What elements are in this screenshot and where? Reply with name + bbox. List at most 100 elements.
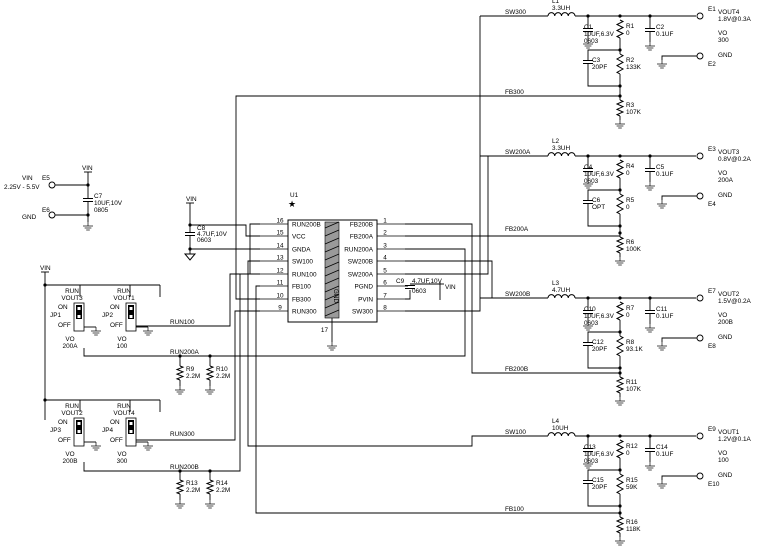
junction-dot <box>618 296 622 300</box>
run-resistor-ref: R9 <box>186 366 195 373</box>
output-gnd-label: GND <box>718 192 733 199</box>
rbot-value: 107K <box>626 386 642 393</box>
resistor-icon <box>205 479 215 495</box>
ground-symbol-icon <box>83 222 93 231</box>
c8-ref: C8 <box>197 225 206 232</box>
jumper-pin <box>129 307 133 310</box>
rmid-ref: R5 <box>626 197 635 204</box>
junction-dot <box>178 354 182 358</box>
jumper-ref-label: JP1 <box>50 312 61 319</box>
c9-size: 0603 <box>412 288 427 295</box>
rbot-ref: R16 <box>626 519 638 526</box>
jumper-pin <box>77 430 81 433</box>
ground-symbol-icon <box>645 42 655 51</box>
jumper-ref-label: JP4 <box>102 427 113 434</box>
junction-dot <box>86 183 90 187</box>
output-cap-size: 0603 <box>584 458 599 465</box>
inductor-value: 3.3UH <box>552 145 570 152</box>
resistor-icon <box>175 365 185 381</box>
inductor-ref: L1 <box>552 0 560 5</box>
net-run300-label: RUN300 <box>170 431 195 438</box>
output-gnd-label: GND <box>718 334 733 341</box>
output-cap-value: 10UF,6.3V <box>584 171 615 178</box>
output-rating-label: 0.8V@0.2A <box>718 156 752 163</box>
jumper-ref-label: JP3 <box>50 427 61 434</box>
ground-symbol-icon <box>657 480 667 489</box>
ic-pin-number: 10 <box>276 293 284 300</box>
output-gnd-terminal-ref: E10 <box>708 481 720 488</box>
c9-value: 4.7UF,10V <box>412 278 443 285</box>
rmid-value: 0 <box>626 204 630 211</box>
inductor-icon <box>547 152 576 157</box>
pad-hatch <box>324 277 340 285</box>
rmid-ref: R8 <box>626 339 635 346</box>
c7-size: 0805 <box>94 207 109 214</box>
ic-pin-number: 6 <box>383 280 387 287</box>
terminal-icon <box>48 181 56 189</box>
ic-pin-number: 5 <box>383 268 387 275</box>
wire <box>83 462 211 480</box>
net-sw200b-label: SW200B <box>505 291 530 298</box>
run-resistor-value: 2.2M <box>186 487 200 494</box>
output-terminal-ref: E1 <box>708 6 716 13</box>
output-name-label: VOUT2 <box>718 291 740 298</box>
terminal-icon <box>696 432 704 440</box>
terminal-icon <box>48 211 56 219</box>
wire <box>405 223 620 374</box>
wire <box>210 248 466 357</box>
output-terminal-ref: E3 <box>708 146 716 153</box>
wire <box>587 484 620 507</box>
terminal-icon <box>696 334 704 342</box>
junction-dot <box>188 223 192 227</box>
net-sw200a-label: SW200A <box>505 149 531 156</box>
ic-pin-name: RUN200A <box>344 247 374 254</box>
wire <box>255 285 620 514</box>
terminal-icon <box>696 12 704 20</box>
pad-hatch <box>324 261 340 269</box>
resistor-icon <box>615 335 625 357</box>
junction-dot <box>43 283 47 287</box>
net-sw100-label: SW100 <box>505 429 526 436</box>
wire <box>235 95 620 300</box>
output-vo-label: VO <box>718 312 727 319</box>
rtop-ref: R7 <box>626 305 635 312</box>
ic-pin-number: 2 <box>383 230 387 237</box>
ic-exposed-pad <box>324 221 340 319</box>
wire <box>405 16 481 312</box>
output-terminal-ref: E9 <box>708 426 716 433</box>
net-fb200a-label: FB200A <box>505 226 529 233</box>
output-cap-value: 10UF,6.3V <box>584 31 615 38</box>
jumper-off-label: OFF <box>110 437 123 444</box>
rmid-value: 133K <box>626 64 642 71</box>
output-rail-label: 100 <box>718 457 729 464</box>
bypass-cap-value: 0.1UF <box>656 171 673 178</box>
output-rating-label: 1.2V@0.1A <box>718 436 752 443</box>
jumper-shunt-icon <box>76 420 82 434</box>
jumper-shunt-icon <box>128 420 134 434</box>
jumper-pin <box>77 438 81 441</box>
ic-pin1-marker: ★ <box>288 199 296 209</box>
ic-pin-number: 15 <box>276 230 284 237</box>
resistor-icon <box>615 53 625 75</box>
jumper-shunt-icon <box>76 305 82 319</box>
pad-hatch <box>324 309 340 317</box>
jumper-shunt-icon <box>128 305 134 319</box>
ic-pin-name: RUN300 <box>292 309 317 316</box>
output-name-label: VOUT3 <box>718 149 740 156</box>
bypass-cap-value: 0.1UF <box>656 31 673 38</box>
jumper-run-label: RUN <box>65 288 79 295</box>
cff-value: OPT <box>592 204 605 211</box>
ground-symbol-icon <box>583 180 593 189</box>
bypass-cap-value: 0.1UF <box>656 313 673 320</box>
ic-pin-name: VCC <box>292 234 306 241</box>
jumper-vo-label: VO <box>65 451 74 458</box>
output-cap-value: 10UF,6.3V <box>584 451 615 458</box>
cff-ref: C12 <box>592 339 604 346</box>
output-cap-ref: C13 <box>584 444 596 451</box>
terminal-icon <box>696 294 704 302</box>
ic-u1-body <box>287 219 378 323</box>
jumper-rail-label: 300 <box>117 458 128 465</box>
ic-pin-name: PGND <box>355 284 374 291</box>
jumper-rail-label: 200B <box>63 458 78 465</box>
